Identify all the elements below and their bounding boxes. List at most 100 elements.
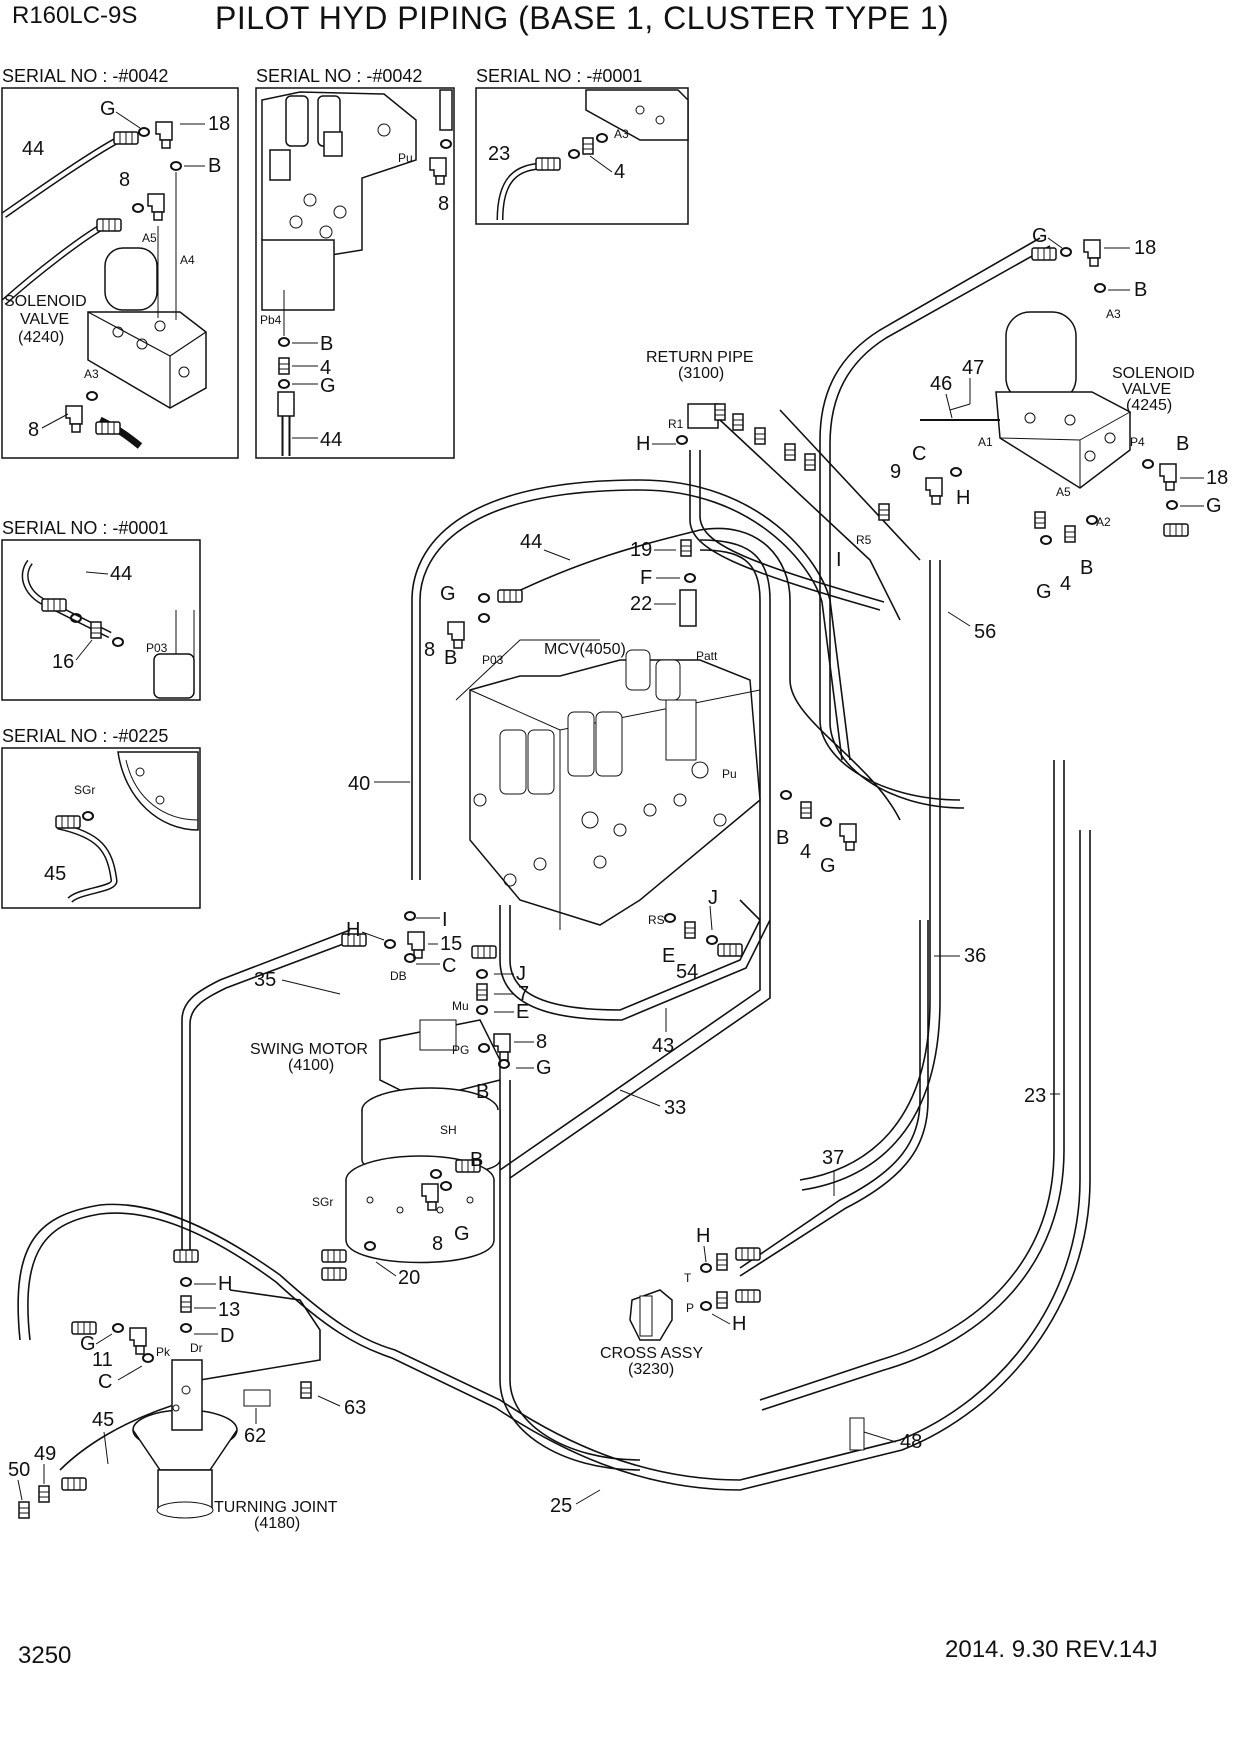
callout-h1: H xyxy=(956,487,970,509)
callout-7: 7 xyxy=(518,983,529,1005)
callout-47: 47 xyxy=(962,357,984,379)
port-patt: Patt xyxy=(696,649,718,663)
callout-23: 23 xyxy=(1024,1085,1046,1107)
callout-25: 25 xyxy=(550,1495,572,1517)
page-title: PILOT HYD PIPING (BASE 1, CLUSTER TYPE 1… xyxy=(215,0,950,36)
callout-g8: G xyxy=(80,1333,96,1355)
callout-c1: C xyxy=(912,443,926,465)
solenoid-valve-4245: SOLENOID VALVE (4245) A1 A3 A5 A2 P4 xyxy=(920,239,1195,545)
port-a5: A5 xyxy=(142,231,157,245)
callout-g7: G xyxy=(454,1223,470,1245)
solenoid-code: (4245) xyxy=(1126,397,1172,414)
callout-44: 44 xyxy=(110,563,132,585)
callout-8: 8 xyxy=(119,169,130,191)
inset-serial-0225-sgr: SERIAL NO : -#0225 SGr 45 xyxy=(1,726,201,909)
valve-label: VALVE xyxy=(20,311,69,328)
callout-18b: 18 xyxy=(1206,467,1228,489)
callouts: G 18 B 46 47 C 9 H B 18 G G 4 B 56 H I 4… xyxy=(8,225,1228,1517)
callout-b5: B xyxy=(776,827,789,849)
port-a2: A2 xyxy=(1096,515,1111,529)
port-a3-main: A3 xyxy=(1106,307,1121,321)
page-number: 3250 xyxy=(18,1642,72,1669)
port-a1: A1 xyxy=(978,435,993,449)
inset-serial-label: SERIAL NO : -#0001 xyxy=(476,66,642,86)
callout-j1: J xyxy=(708,887,718,909)
port-p4: P4 xyxy=(1130,435,1145,449)
callout-i1: I xyxy=(836,549,842,571)
mcv-label: MCV(4050) xyxy=(544,641,626,658)
callout-36: 36 xyxy=(964,945,986,967)
callout-46: 46 xyxy=(930,373,952,395)
callout-b7: B xyxy=(470,1149,483,1171)
callout-e2: E xyxy=(516,1001,529,1023)
callout-e1: E xyxy=(662,945,675,967)
callout-b6: B xyxy=(476,1081,489,1103)
callout-4b: 4 xyxy=(800,841,811,863)
inset-serial-0001-p03: SERIAL NO : -#0001 44 16 P03 xyxy=(1,518,201,701)
callout-23: 23 xyxy=(488,143,510,165)
callout-8a: 8 xyxy=(424,639,435,661)
callout-h4: H xyxy=(696,1225,710,1247)
callout-d1: D xyxy=(220,1325,234,1347)
callout-b1: B xyxy=(1134,279,1147,301)
callout-62: 62 xyxy=(244,1425,266,1447)
callout-g: G xyxy=(320,375,336,397)
solenoid-name2: VALVE xyxy=(1122,381,1171,398)
turning-joint-label: TURNING JOINT xyxy=(214,1499,338,1516)
callout-9: 9 xyxy=(890,461,901,483)
model-number: R160LC-9S xyxy=(12,2,138,29)
callout-g2: G xyxy=(1206,495,1222,517)
port-pu: Pu xyxy=(398,151,413,165)
callout-37: 37 xyxy=(822,1147,844,1169)
port-pg: PG xyxy=(452,1043,469,1057)
callout-44: 44 xyxy=(22,138,44,160)
inset-serial-label: SERIAL NO : -#0001 xyxy=(2,518,168,538)
inset-serial-label: SERIAL NO : -#0042 xyxy=(2,66,168,86)
callout-49: 49 xyxy=(34,1443,56,1465)
callout-8c: 8 xyxy=(432,1233,443,1255)
port-p: P xyxy=(686,1301,694,1315)
callout-b: B xyxy=(208,155,221,177)
port-db: DB xyxy=(390,969,407,983)
callout-44: 44 xyxy=(520,531,542,553)
cross-assy-code: (3230) xyxy=(628,1361,674,1378)
port-r1: R1 xyxy=(668,417,684,431)
callout-43: 43 xyxy=(652,1035,674,1057)
callout-33: 33 xyxy=(664,1097,686,1119)
port-a4: A4 xyxy=(180,253,195,267)
port-a3: A3 xyxy=(84,367,99,381)
return-pipe-label: RETURN PIPE xyxy=(646,349,754,366)
port-t: T xyxy=(684,1271,692,1285)
inset-serial-0042-solenoid: SERIAL NO : -#0042 44 G 18 B 8 xyxy=(1,66,239,459)
cross-assy-label: CROSS ASSY xyxy=(600,1345,703,1362)
callout-63: 63 xyxy=(344,1397,366,1419)
callout-h6: H xyxy=(218,1273,232,1295)
callout-8b: 8 xyxy=(28,419,39,441)
main-piping xyxy=(17,237,1091,1491)
callout-16: 16 xyxy=(52,651,74,673)
callout-40: 40 xyxy=(348,773,370,795)
port-pb4: Pb4 xyxy=(260,313,282,327)
callout-b2: B xyxy=(1176,433,1189,455)
callout-35: 35 xyxy=(254,969,276,991)
port-mu: Mu xyxy=(452,999,469,1013)
port-pk: Pk xyxy=(156,1345,171,1359)
turning-joint-4180: TURNING JOINT (4180) Pk Dr xyxy=(18,1249,865,1532)
callout-45: 45 xyxy=(44,863,66,885)
turning-joint-code: (4180) xyxy=(254,1515,300,1532)
callout-g4: G xyxy=(440,583,456,605)
port-sh: SH xyxy=(440,1123,457,1137)
callout-c3: C xyxy=(98,1371,112,1393)
callout-g: G xyxy=(100,98,116,120)
port-dr: Dr xyxy=(190,1341,203,1355)
swing-motor-4100: SWING MOTOR (4100) DB Mu PG SH SGr xyxy=(250,911,511,1264)
port-sgr: SGr xyxy=(74,783,95,797)
callout-h2: H xyxy=(636,433,650,455)
inset-serial-label: SERIAL NO : -#0225 xyxy=(2,726,168,746)
callout-22: 22 xyxy=(630,593,652,615)
callout-48: 48 xyxy=(900,1431,922,1453)
swing-motor-code: (4100) xyxy=(288,1057,334,1074)
callout-50: 50 xyxy=(8,1459,30,1481)
callout-f1: F xyxy=(640,567,652,589)
